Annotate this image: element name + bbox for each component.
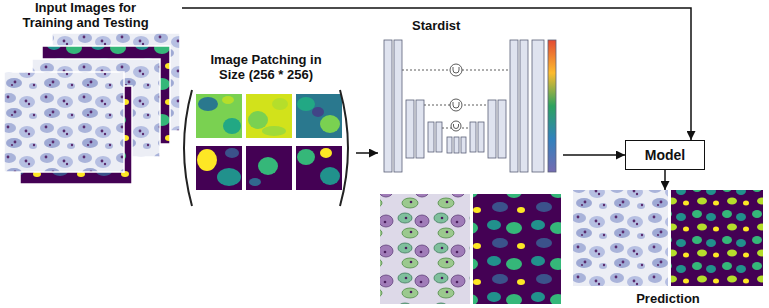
flow-arrow xyxy=(182,8,691,140)
layer-bar xyxy=(416,100,424,158)
patch-blob xyxy=(312,107,324,117)
layer-bar xyxy=(510,40,518,172)
patch-blob xyxy=(225,148,239,158)
input-images-group: Input Images for Training and Testing xyxy=(2,0,182,185)
flow-arrow xyxy=(563,154,625,156)
input-image-stack xyxy=(4,33,180,184)
box-label: Model xyxy=(645,148,685,163)
section-heading: Stardist xyxy=(412,18,460,33)
patch xyxy=(296,94,342,138)
patch-grid xyxy=(196,94,342,190)
patch-blob xyxy=(272,98,288,110)
layer-bar xyxy=(520,40,528,172)
layer-bar xyxy=(478,122,484,152)
stardist-network: Stardist xyxy=(378,18,563,174)
flow-arrow xyxy=(664,170,666,190)
prediction-image xyxy=(573,190,668,286)
layer-bar xyxy=(498,100,506,158)
patch-blob xyxy=(223,118,241,134)
bracket xyxy=(340,90,348,206)
patch-blob xyxy=(217,168,241,186)
patch-blob xyxy=(297,97,315,111)
patch-blob xyxy=(262,126,286,136)
section-heading: Input Images for Training and Testing xyxy=(8,0,163,30)
layer-bar xyxy=(447,137,452,153)
patch-blob xyxy=(320,115,340,133)
patching-group: Image Patching in Size (256 * 256) xyxy=(176,52,356,208)
patch-blob xyxy=(198,97,218,111)
unet-symbol xyxy=(384,40,556,172)
concat-symbol xyxy=(454,124,459,129)
patch xyxy=(296,146,342,190)
layer-bar xyxy=(454,137,459,153)
patch-blob xyxy=(320,148,332,158)
layer-bar xyxy=(384,40,392,172)
prediction-group: Prediction xyxy=(572,190,764,306)
bracket xyxy=(184,90,192,206)
section-heading: Image Patching in Size (256 * 256) xyxy=(201,52,331,82)
concat-symbol xyxy=(453,67,459,73)
concat-symbol xyxy=(451,121,461,131)
patch-blob xyxy=(248,111,268,129)
section-heading: Prediction xyxy=(636,291,700,306)
patch xyxy=(196,94,242,138)
layer-bar xyxy=(488,100,496,158)
layer-bar xyxy=(428,122,434,152)
patch xyxy=(246,94,292,138)
mask-sample xyxy=(473,194,561,304)
patch-blob xyxy=(197,149,217,171)
concat-symbol xyxy=(450,64,462,76)
layer-bar xyxy=(461,137,466,153)
flow-arrow xyxy=(356,152,378,154)
layer-bar xyxy=(406,100,414,158)
concat-symbol xyxy=(450,99,462,111)
prediction-mask xyxy=(671,190,763,286)
tissue-image xyxy=(4,72,124,172)
patch-blob xyxy=(258,157,278,175)
patch-blob xyxy=(249,178,261,186)
patch-blob xyxy=(320,167,340,185)
layer-bar xyxy=(532,40,544,172)
segmentation-sample xyxy=(380,194,470,304)
output-strip xyxy=(548,40,556,172)
layer-bar xyxy=(470,122,476,152)
patch-blob xyxy=(297,149,315,165)
patch-blob xyxy=(222,96,234,104)
concat-symbol xyxy=(453,102,459,108)
patch xyxy=(196,146,242,190)
process-box: Model xyxy=(625,140,705,170)
patch xyxy=(246,146,292,190)
layer-bar xyxy=(394,40,402,172)
layer-bar xyxy=(436,122,442,152)
